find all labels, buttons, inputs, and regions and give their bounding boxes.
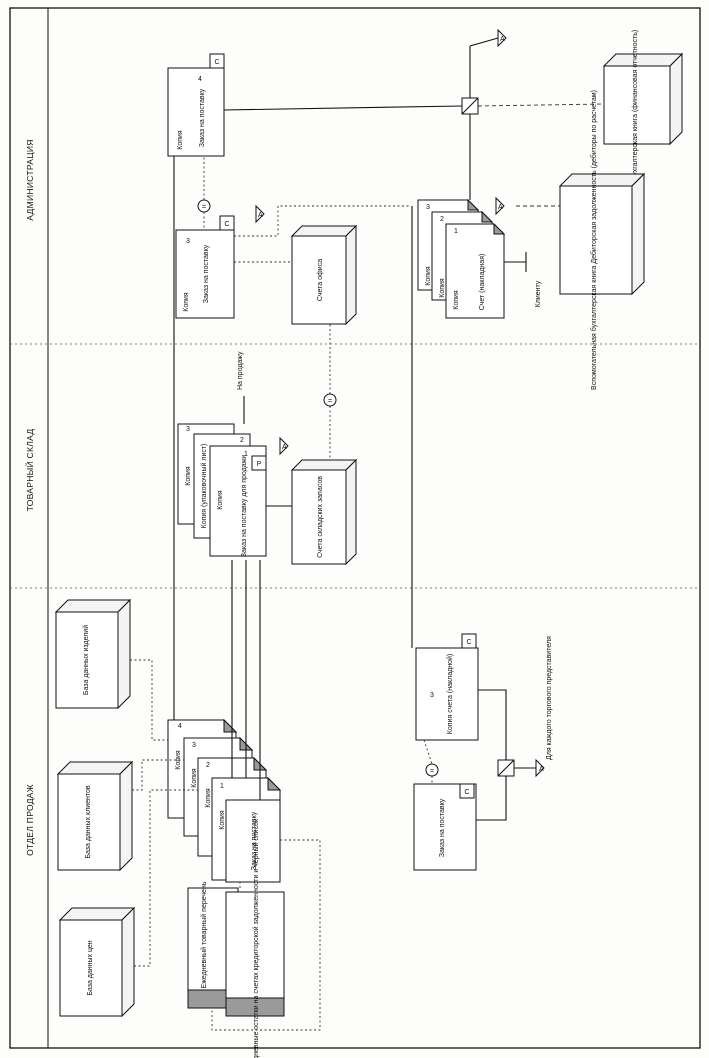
sales-copy-4-num: 4 bbox=[178, 723, 182, 730]
merge-node-sales bbox=[497, 759, 515, 777]
triangle-symbol-warehouse: A bbox=[282, 444, 287, 451]
to-sale-label: На продажу bbox=[237, 351, 244, 390]
triangle-symbol-admin-3: A bbox=[500, 36, 505, 43]
inv-copy1-num: 1 bbox=[454, 228, 458, 235]
sales-copy-1-num: 1 bbox=[220, 783, 224, 790]
warehouse-accounts-label: Счета складских запасов bbox=[317, 476, 324, 558]
admin-copy3-label: Копия bbox=[183, 292, 190, 312]
database-clients-label: База данных клиентов bbox=[85, 785, 92, 859]
aux-ledger-cube: Вспомогательная бухгалтерская книга Деби… bbox=[558, 90, 646, 390]
to-client-label: Клиенту bbox=[535, 280, 542, 307]
sales-copy-order-title: Заказ на поставку bbox=[439, 798, 446, 857]
admin-copy4-label: Копия bbox=[177, 130, 184, 150]
admin-copy3-tag: C bbox=[224, 221, 229, 228]
lane-label-sales: ОТДЕЛ ПРОДАЖ bbox=[25, 784, 35, 856]
flow-lines bbox=[130, 37, 605, 1031]
daily-balance-label: Ежедневные остатки на счетах кредиторско… bbox=[252, 818, 260, 1058]
inv-copy2-num: 2 bbox=[440, 216, 444, 223]
warehouse-order-stack: 3 Копия 2 Копия (упаковочный лист) 1 Коп… bbox=[177, 423, 267, 558]
admin-copy4-title: Заказ на поставку bbox=[199, 88, 206, 147]
database-prices: База данных цен bbox=[58, 906, 136, 1018]
database-clients: База данных клиентов bbox=[56, 760, 134, 872]
inv-copy3-num: 3 bbox=[426, 204, 430, 211]
admin-order-copy-3: C 3 Копия Заказ на поставку bbox=[175, 215, 235, 319]
sales-copy-2-label: Копия bbox=[205, 788, 212, 808]
sales-copy-2-num: 2 bbox=[206, 762, 210, 769]
daily-reports: Ежедневный товарный перечень Ежедневные … bbox=[187, 818, 285, 1058]
inv-copy3-label: Копия bbox=[425, 266, 432, 286]
invoice-title: Счет (накладная) bbox=[479, 254, 486, 311]
invoice-copy-num: 3 bbox=[430, 692, 434, 699]
merge-node-admin bbox=[461, 97, 479, 115]
sales-copy-order-tag: C bbox=[464, 789, 469, 796]
invoice-copy-document: C 3 Копия счета (накладной) bbox=[415, 633, 479, 741]
sales-order-title: Заказ на поставку bbox=[251, 811, 258, 870]
file-triangle-admin-1: A bbox=[255, 204, 265, 224]
admin-copy4-num: 4 bbox=[198, 76, 202, 83]
equal-symbol-sales: = bbox=[430, 768, 434, 775]
wh-copy1-label: Копия bbox=[217, 490, 224, 510]
equal-symbol-warehouse: = bbox=[328, 398, 332, 405]
wh-order-tag: P bbox=[257, 461, 262, 468]
compare-circle-sales: = bbox=[425, 763, 439, 777]
inv-copy2-label: Копия bbox=[439, 278, 446, 298]
compare-circle-admin: = bbox=[197, 199, 211, 213]
warehouse-accounts-cube: Счета складских запасов bbox=[290, 458, 358, 566]
admin-copy4-tag: C bbox=[214, 59, 219, 66]
database-products: База данных изделий bbox=[54, 598, 132, 710]
admin-order-copy-4: C 4 Копия Заказ на поставку bbox=[167, 53, 225, 157]
sales-copy-order: C Заказ на поставку bbox=[413, 783, 477, 871]
triangle-symbol-admin-1: A bbox=[258, 212, 263, 219]
wh-order-title: Заказ на поставку для продажи bbox=[241, 455, 248, 558]
triangle-symbol-sales: A bbox=[539, 766, 544, 773]
aux-ledger-label: Вспомогательная бухгалтерская книга Деби… bbox=[590, 90, 598, 390]
general-ledger-label: Бухгалтерская книга (финансовая отчетнос… bbox=[632, 30, 639, 180]
triangle-symbol-admin-2: A bbox=[498, 204, 503, 211]
invoice-copy-tag: C bbox=[466, 639, 471, 646]
daily-list-label: Ежедневный товарный перечень bbox=[200, 881, 208, 988]
lane-label-warehouse: ТОВАРНЫЙ СКЛАД bbox=[24, 429, 35, 512]
sales-copy-3-label: Копия bbox=[191, 768, 198, 788]
wh-copy3-num: 3 bbox=[186, 426, 190, 433]
office-accounts-cube: Счета офиса bbox=[290, 224, 358, 326]
database-prices-label: База данных цен bbox=[87, 940, 94, 995]
invoice-copy-label: Копия счета (накладной) bbox=[446, 654, 454, 734]
file-triangle-sales: A bbox=[535, 758, 545, 778]
equal-symbol-admin: = bbox=[202, 204, 206, 211]
invoice-copy-1: 1 Копия bbox=[445, 222, 506, 319]
wh-copy3-label: Копия bbox=[185, 466, 192, 486]
office-accounts-label: Счета офиса bbox=[317, 259, 324, 301]
lane-label-admin: АДМИНИСТРАЦИЯ bbox=[25, 139, 35, 220]
wh-copy2-label: Копия (упаковочный лист) bbox=[200, 444, 208, 529]
outer-frame bbox=[9, 7, 701, 1049]
file-triangle-admin-3: A bbox=[497, 28, 507, 48]
sales-order-stack: 4 Копия 3 Копия 2 Копия 1 Копия Заказ на… bbox=[167, 718, 282, 883]
database-products-label: База данных изделий bbox=[82, 625, 90, 695]
inv-copy1-label: Копия bbox=[453, 290, 460, 310]
compare-circle-warehouse: = bbox=[323, 393, 337, 407]
wh-copy1-num: 1 bbox=[244, 451, 248, 458]
sales-copy-3-num: 3 bbox=[192, 742, 196, 749]
invoice-stack: 3 Копия 2 Копия 1 Копия Счет (накладная) bbox=[417, 198, 506, 319]
file-triangle-warehouse: A bbox=[279, 436, 289, 456]
sales-copy-1-label: Копия bbox=[219, 810, 226, 830]
admin-copy3-num: 3 bbox=[186, 238, 190, 245]
per-rep-label: Для каждого торгового представителя bbox=[546, 636, 553, 760]
general-ledger-cube: Бухгалтерская книга (финансовая отчетнос… bbox=[602, 30, 684, 180]
file-triangle-admin-2: A bbox=[495, 196, 505, 216]
admin-copy3-title: Заказ на поставку bbox=[203, 244, 210, 303]
wh-copy2-num: 2 bbox=[240, 437, 244, 444]
